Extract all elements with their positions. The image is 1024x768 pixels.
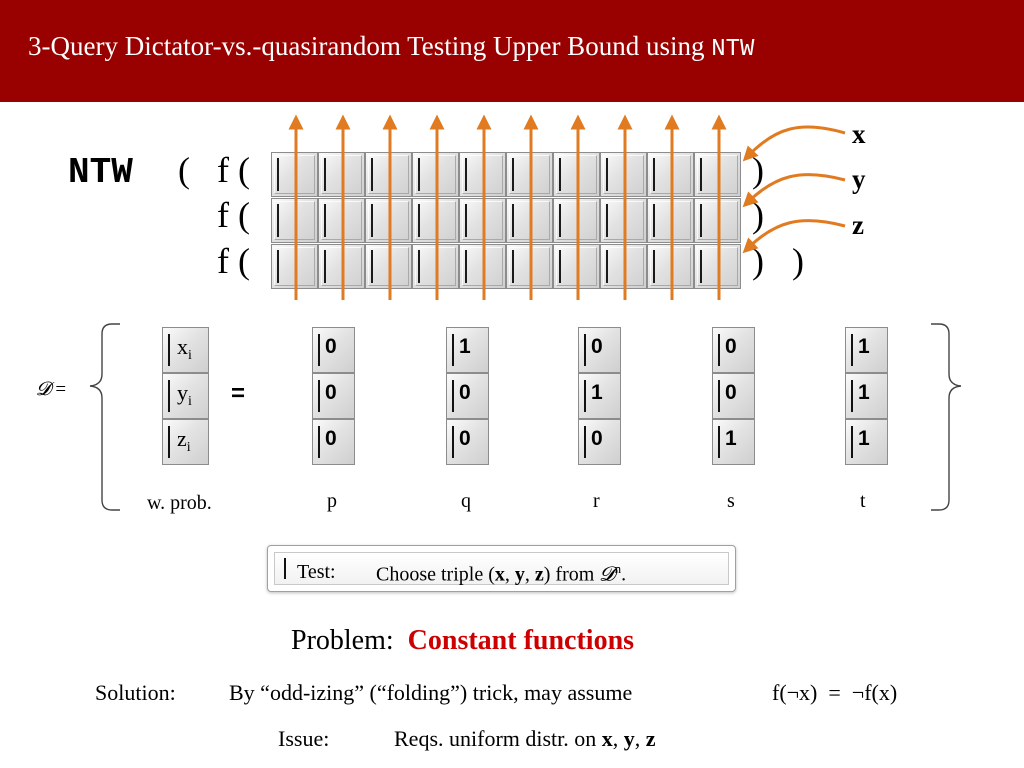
- bit-cell: 1: [845, 419, 888, 465]
- row-prefix-y: f (: [217, 195, 250, 235]
- bit-cell: 1: [712, 419, 755, 465]
- vector-y-label: y: [852, 164, 866, 194]
- y-pointer-arrow: [742, 173, 846, 208]
- slide-title-text: 3-Query Dictator-vs.-quasirandom Testing…: [28, 31, 712, 61]
- ntw-final-close-paren: ): [792, 241, 804, 281]
- solution-label: Solution:: [95, 680, 176, 705]
- var-cell-z: zi: [162, 419, 209, 465]
- test-text: Choose triple (x, y, z) from 𝓓n.: [376, 561, 627, 586]
- var-cell-x: xi: [162, 327, 209, 373]
- bit-cell: 0: [712, 327, 755, 373]
- problem-value: Constant functions: [407, 625, 635, 656]
- prob-value: p: [327, 490, 337, 512]
- bit-cell: 0: [578, 419, 621, 465]
- bit-cell: 0: [712, 373, 755, 419]
- title-bar: 3-Query Dictator-vs.-quasirandom Testing…: [0, 0, 1024, 102]
- z-pointer-arrow: [742, 219, 846, 254]
- prob-value: t: [860, 490, 866, 512]
- solution-text: By “odd-izing” (“folding”) trick, may as…: [229, 680, 633, 705]
- bit-cell: 1: [446, 327, 489, 373]
- test-label: Test:: [297, 561, 336, 583]
- bit-cell: 0: [312, 373, 355, 419]
- issue-text: Reqs. uniform distr. on x, y, z: [394, 726, 656, 751]
- problem-line: Problem: Constant functions: [291, 625, 634, 657]
- right-brace: [931, 323, 962, 511]
- var-cell-y: yi: [162, 373, 209, 419]
- slide-title: 3-Query Dictator-vs.-quasirandom Testing…: [28, 31, 754, 63]
- ntw-label: NTW: [68, 152, 133, 193]
- left-brace: [89, 323, 120, 511]
- bit-cell: 0: [446, 419, 489, 465]
- bit-cell: 1: [845, 327, 888, 373]
- bit-cell: 1: [845, 373, 888, 419]
- vector-z-label: z: [852, 210, 864, 240]
- prob-value: r: [593, 490, 600, 512]
- solution-formula: f(¬x) = ¬f(x): [772, 680, 898, 705]
- prob-value: q: [461, 490, 471, 512]
- prob-label: w. prob.: [147, 492, 212, 514]
- bit-cell: 0: [312, 327, 355, 373]
- prob-value: s: [727, 490, 735, 512]
- bit-cell: 0: [446, 373, 489, 419]
- row-prefix-x: f (: [217, 150, 250, 190]
- arrows-layer: [288, 114, 846, 300]
- brace-layer: [89, 323, 962, 511]
- equals-sign: =: [231, 380, 246, 407]
- bit-cell: 1: [578, 373, 621, 419]
- problem-label: Problem:: [291, 625, 394, 656]
- vector-x-label: x: [852, 119, 866, 149]
- distribution-symbol: 𝓓 =: [36, 379, 67, 400]
- issue-label: Issue:: [278, 726, 330, 751]
- x-pointer-arrow: [742, 125, 846, 162]
- bit-cell: 0: [578, 327, 621, 373]
- test-box: Test: Choose triple (x, y, z) from 𝓓n.: [267, 545, 736, 592]
- bit-cell: 0: [312, 419, 355, 465]
- row-prefix-z: f (: [217, 241, 250, 281]
- slide-title-ntw: NTW: [711, 36, 755, 63]
- ntw-open-paren: (: [178, 150, 190, 190]
